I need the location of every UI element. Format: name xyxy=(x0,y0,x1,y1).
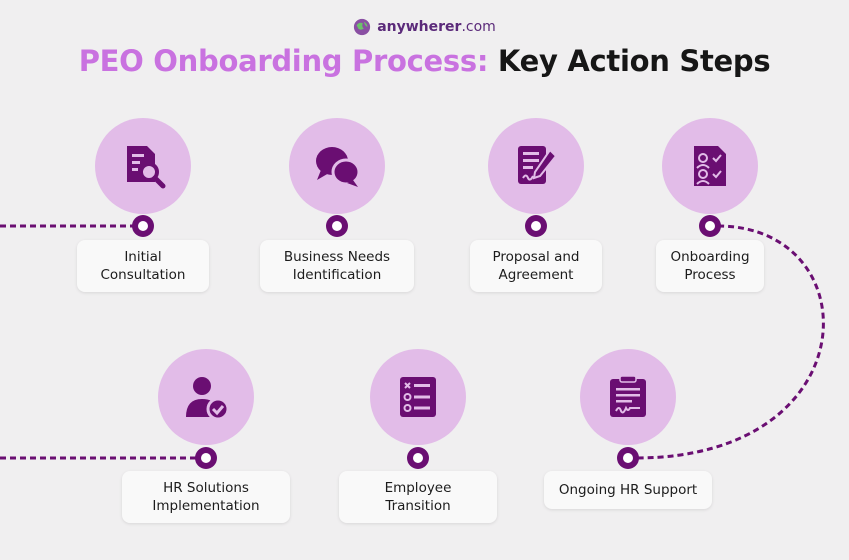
step-5-node-center xyxy=(201,453,211,463)
signed-document-icon xyxy=(610,375,646,417)
step-1-label: Initial Consultation xyxy=(77,240,209,292)
brand: anywherer.com xyxy=(0,18,849,36)
step-2-node-center xyxy=(332,221,342,231)
step-5-icon-circle xyxy=(158,349,254,445)
curve-connector xyxy=(635,224,825,460)
step-7-node-center xyxy=(623,453,633,463)
step-2-icon-circle xyxy=(289,118,385,214)
brand-name: anywherer.com xyxy=(377,19,496,35)
contract-pen-icon xyxy=(518,146,558,184)
document-search-icon xyxy=(127,146,166,189)
step-3-icon-circle xyxy=(488,118,584,214)
checklist-icon xyxy=(400,377,436,417)
step-2-label: Business Needs Identification xyxy=(260,240,414,292)
step-4-icon-circle xyxy=(662,118,758,214)
user-check-icon xyxy=(186,377,230,421)
globe-logo-icon xyxy=(354,18,371,36)
title-main: Key Action Steps xyxy=(497,44,771,78)
step-4-label: Onboarding Process xyxy=(656,240,764,292)
step-3-label: Proposal and Agreement xyxy=(470,240,602,292)
step-1-icon-circle xyxy=(95,118,191,214)
step-7-icon-circle xyxy=(580,349,676,445)
step-6-node-center xyxy=(413,453,423,463)
page-title: PEO Onboarding Process: Key Action Steps xyxy=(0,44,849,78)
profile-checklist-icon xyxy=(694,146,726,186)
step-6-icon-circle xyxy=(370,349,466,445)
step-5-label: HR Solutions Implementation xyxy=(122,471,290,523)
step-4-node-center xyxy=(705,221,715,231)
step-6-label: Employee Transition xyxy=(339,471,497,523)
step-1-node-center xyxy=(138,221,148,231)
step-3-node-center xyxy=(531,221,541,231)
title-accent: PEO Onboarding Process: xyxy=(78,44,489,78)
chat-bubbles-icon xyxy=(316,147,361,187)
step-7-label: Ongoing HR Support xyxy=(544,471,712,509)
